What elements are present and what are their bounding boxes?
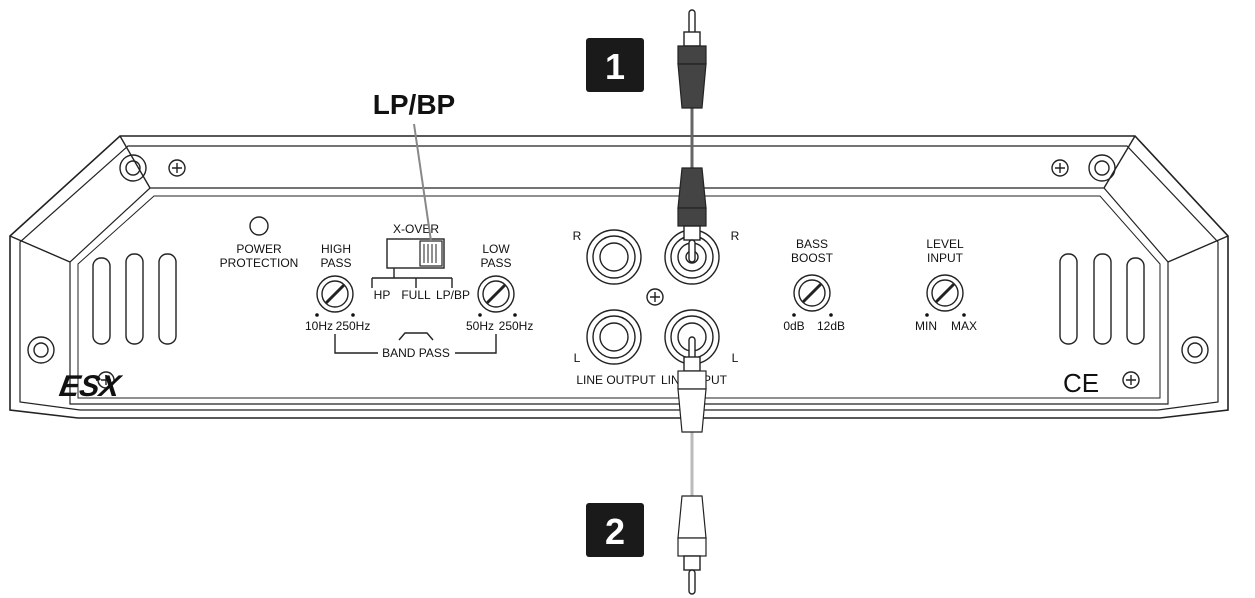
dot-icon (792, 313, 796, 317)
level-input-label-1: LEVEL (926, 237, 964, 251)
line-output-l-label: L (574, 351, 581, 365)
dot-icon (351, 313, 355, 317)
lpbp-callout-label: LP/BP (373, 89, 455, 120)
screw-icon (646, 288, 664, 306)
dot-icon (962, 313, 966, 317)
callout-leader-line (413, 123, 432, 242)
level-input-max: MAX (951, 319, 977, 333)
rca-cable-1 (677, 9, 707, 263)
low-pass-label-2: PASS (480, 256, 511, 270)
dot-icon (829, 313, 833, 317)
low-pass-label-1: LOW (482, 242, 510, 256)
line-output-l-jack[interactable] (586, 309, 642, 365)
line-input-l-label: L (732, 351, 739, 365)
badge-1-text: 1 (605, 46, 625, 87)
screw-icon (1122, 371, 1140, 389)
level-input-min: MIN (915, 319, 937, 333)
badge-2: 2 (586, 503, 644, 557)
low-pass-knob[interactable] (477, 275, 515, 313)
line-input-r-label: R (731, 229, 740, 243)
power-label: POWER (236, 242, 282, 256)
band-pass-bracket (334, 332, 497, 354)
protection-label: PROTECTION (220, 256, 299, 270)
ce-mark: CE (1063, 368, 1099, 398)
high-pass-min: 10Hz (305, 319, 333, 333)
low-pass-min: 50Hz (466, 319, 494, 333)
xover-label: X-OVER (393, 222, 439, 236)
line-output-r-jack[interactable] (586, 229, 642, 285)
bass-boost-label-2: BOOST (791, 251, 834, 265)
xover-hp-label: HP (374, 288, 391, 302)
dot-icon (315, 313, 319, 317)
bass-boost-max: 12dB (817, 319, 845, 333)
dot-icon (513, 313, 517, 317)
badge-1: 1 (586, 38, 644, 92)
screw-icon (168, 159, 186, 177)
power-protection-led (249, 216, 269, 236)
dot-icon (478, 313, 482, 317)
line-output-r-label: R (573, 229, 582, 243)
rca-cable-2 (677, 336, 707, 595)
bass-boost-label-1: BASS (796, 237, 828, 251)
level-input-label-2: INPUT (927, 251, 964, 265)
high-pass-label-1: HIGH (321, 242, 351, 256)
screw-icon (1051, 159, 1069, 177)
level-input-knob[interactable] (926, 274, 964, 312)
esx-logo: ESX (57, 370, 125, 403)
high-pass-knob[interactable] (316, 275, 354, 313)
badge-2-text: 2 (605, 511, 625, 552)
bass-boost-knob[interactable] (793, 274, 831, 312)
high-pass-label-2: PASS (320, 256, 351, 270)
mounting-hole-r (1181, 336, 1209, 364)
band-pass-label: BAND PASS (382, 346, 450, 360)
bass-boost-min: 0dB (783, 319, 804, 333)
xover-full-label: FULL (401, 288, 431, 302)
xover-lpbp-label: LP/BP (436, 288, 470, 302)
esx-logo-text: ESX (57, 370, 125, 403)
mounting-hole-l (27, 336, 55, 364)
vent-slots-left (92, 253, 177, 345)
mounting-hole-tr (1088, 154, 1116, 182)
screw-icon (97, 371, 115, 389)
high-pass-max: 250Hz (336, 319, 371, 333)
line-output-label: LINE OUTPUT (576, 373, 656, 387)
vent-slots-right (1059, 253, 1145, 345)
dot-icon (925, 313, 929, 317)
xover-positions (371, 268, 453, 288)
mounting-hole-tl (119, 154, 147, 182)
low-pass-max: 250Hz (499, 319, 534, 333)
